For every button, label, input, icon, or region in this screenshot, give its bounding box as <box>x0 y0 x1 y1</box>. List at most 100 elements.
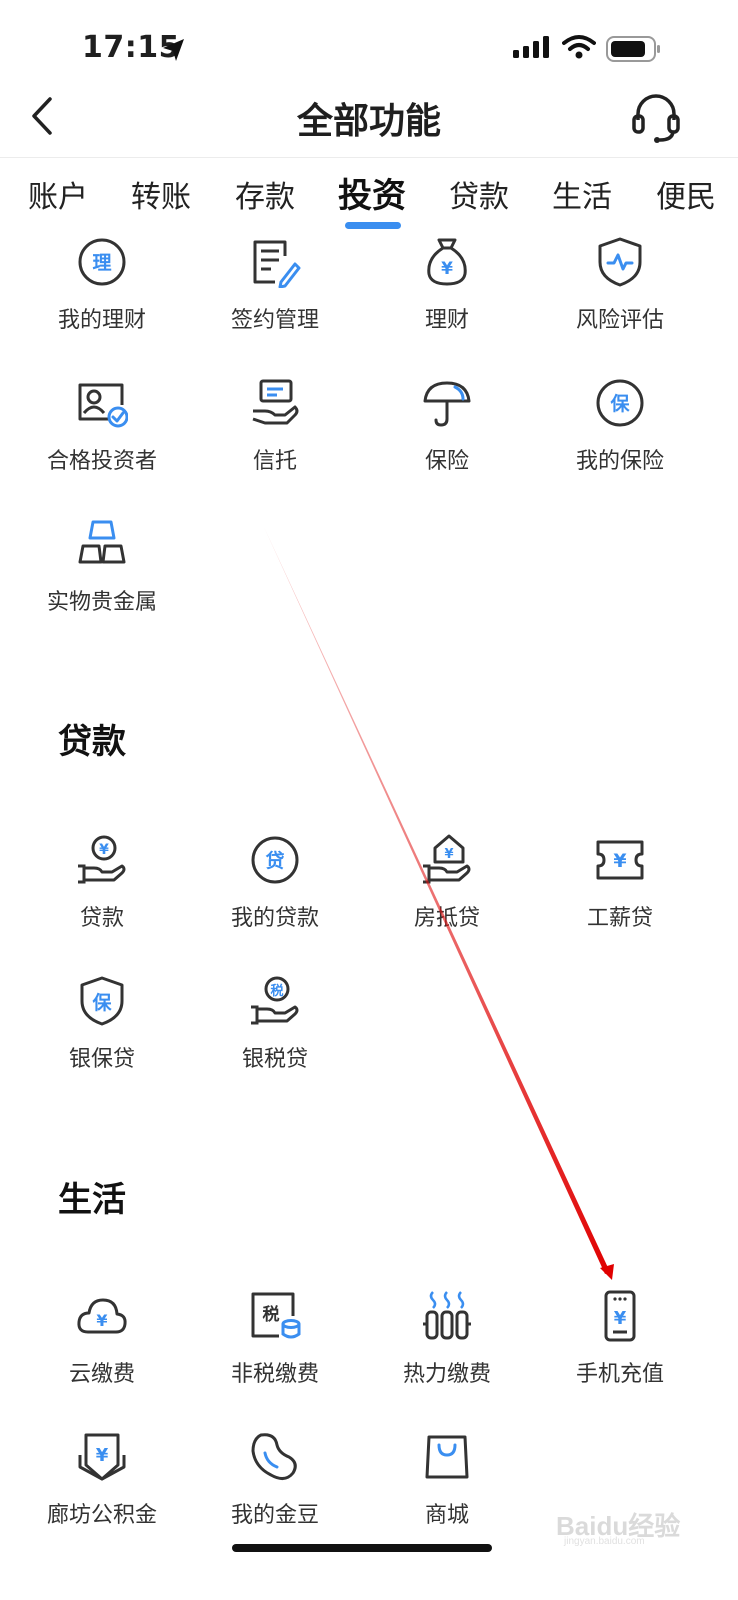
grid-item-contract-management[interactable]: 签约管理 <box>189 236 361 346</box>
home-indicator[interactable] <box>232 1544 492 1552</box>
grid-item-label: 廊坊公积金 <box>46 1503 157 1528</box>
grid-item-label: 风险评估 <box>575 308 664 333</box>
grid-item-mobile-recharge[interactable]: ¥ 手机充值 <box>534 1290 706 1400</box>
svg-text:¥: ¥ <box>99 842 109 858</box>
radiator-icon <box>423 1291 471 1340</box>
contract-edit-icon <box>253 240 301 288</box>
svg-text:保: 保 <box>609 392 630 415</box>
shopping-bag-icon <box>425 1435 469 1479</box>
hand-tax-coin-icon: 税 <box>251 976 299 1025</box>
tab-deposit[interactable]: 存款 <box>235 180 295 215</box>
grid-item-label: 合格投资者 <box>46 449 157 474</box>
grid-item-bank-insurance-loan[interactable]: 保 银保贷 <box>16 975 188 1085</box>
grid-item-risk-assessment[interactable]: 风险评估 <box>534 236 706 346</box>
battery-icon <box>606 36 660 62</box>
grid-item-label: 银保贷 <box>68 1047 135 1072</box>
active-tab-indicator <box>345 222 401 229</box>
grid-item-label: 我的保险 <box>575 449 664 474</box>
grid-item-label: 我的理财 <box>57 308 146 333</box>
section-title-loan: 贷款 <box>58 722 126 762</box>
header: 全部功能 <box>0 80 738 158</box>
grid-item-my-insurance[interactable]: 保 我的保险 <box>534 377 706 487</box>
money-bag-icon: ¥ <box>427 238 467 286</box>
page-title: 全部功能 <box>296 101 441 142</box>
svg-text:税: 税 <box>263 1304 280 1325</box>
house-hand-icon: ¥ <box>423 834 471 884</box>
location-arrow-icon <box>163 39 184 61</box>
grid-item-label: 银税贷 <box>241 1047 308 1072</box>
grid-item-bank-tax-loan[interactable]: 税 银税贷 <box>189 975 361 1085</box>
tab-account[interactable]: 账户 <box>28 180 88 215</box>
cloud-yuan-icon: ¥ <box>77 1298 127 1334</box>
svg-text:¥: ¥ <box>614 1308 627 1329</box>
grid-item-label: 云缴费 <box>68 1362 135 1387</box>
svg-text:理: 理 <box>92 252 111 274</box>
umbrella-icon <box>423 381 471 427</box>
grid-item-mall[interactable]: 商城 <box>361 1431 533 1541</box>
cellular-signal-icon <box>513 36 549 58</box>
shield-pulse-icon <box>598 237 642 287</box>
wifi-icon <box>562 35 596 59</box>
hand-coin-icon: ¥ <box>78 835 126 884</box>
svg-text:¥: ¥ <box>441 259 453 279</box>
grid-item-label: 理财 <box>424 308 469 333</box>
grid-item-label: 我的金豆 <box>230 1503 319 1528</box>
wealth-badge-icon: 理 <box>78 238 126 286</box>
grid-item-label: 信托 <box>252 449 297 474</box>
grid-item-salary-loan[interactable]: ¥ 工薪贷 <box>534 834 706 944</box>
grid-item-my-gold-beans[interactable]: 我的金豆 <box>189 1431 361 1541</box>
grid-item-insurance[interactable]: 保险 <box>361 377 533 487</box>
grid-item-my-loan[interactable]: 贷 我的贷款 <box>189 834 361 944</box>
id-card-check-icon <box>78 383 128 428</box>
shield-bao-icon: 保 <box>80 976 124 1026</box>
tab-convenience[interactable]: 便民 <box>656 180 716 215</box>
grid-item-label: 保险 <box>424 449 469 474</box>
grid-item-physical-precious-metals[interactable]: 实物贵金属 <box>16 518 188 628</box>
tab-transfer[interactable]: 转账 <box>131 180 191 215</box>
grid-item-heating-payment[interactable]: 热力缴费 <box>361 1290 533 1400</box>
grid-item-label: 工薪贷 <box>586 906 653 931</box>
category-tab-bar: 账户 转账 存款 投资 贷款 生活 便民 <box>0 162 738 232</box>
svg-text:税: 税 <box>270 983 283 999</box>
grid-item-loan[interactable]: ¥ 贷款 <box>16 834 188 944</box>
loan-badge-icon: 贷 <box>251 836 299 884</box>
svg-text:¥: ¥ <box>444 847 453 862</box>
watermark-text: Baidu经验 <box>556 1511 681 1541</box>
phone-yuan-icon: ¥ <box>604 1290 636 1342</box>
tab-loan[interactable]: 贷款 <box>449 180 509 215</box>
pocket-yuan-icon: ¥ <box>78 1433 126 1481</box>
hand-card-icon <box>252 379 299 425</box>
grid-item-trust[interactable]: 信托 <box>189 377 361 487</box>
svg-text:贷: 贷 <box>265 849 284 872</box>
tab-life[interactable]: 生活 <box>552 180 612 215</box>
grid-item-my-wealth[interactable]: 理 我的理财 <box>16 236 188 346</box>
svg-text:¥: ¥ <box>96 1445 109 1466</box>
insurance-badge-icon: 保 <box>596 379 644 427</box>
grid-item-label: 实物贵金属 <box>46 590 157 615</box>
tax-doc-coin-icon: 税 <box>251 1292 301 1339</box>
tab-investment[interactable]: 投资 <box>338 176 406 216</box>
grid-item-wealth-management[interactable]: ¥ 理财 <box>361 236 533 346</box>
grid-item-label: 热力缴费 <box>402 1362 491 1387</box>
back-arrow-icon[interactable] <box>24 94 64 138</box>
grid-item-label: 商城 <box>424 1503 469 1528</box>
grid-item-cloud-payment[interactable]: ¥ 云缴费 <box>16 1290 188 1400</box>
ticket-yuan-icon: ¥ <box>596 840 644 880</box>
baidu-watermark-logo: Baidu经验 jingyan.baidu.com <box>556 1502 706 1548</box>
grid-item-label: 非税缴费 <box>230 1362 319 1387</box>
watermark-subtext: jingyan.baidu.com <box>564 1536 645 1547</box>
grid-item-qualified-investor[interactable]: 合格投资者 <box>16 377 188 487</box>
grid-item-label: 签约管理 <box>230 308 319 333</box>
status-bar: 17:15 <box>0 0 738 96</box>
grid-item-label: 手机充值 <box>575 1362 664 1387</box>
grid-item-non-tax-payment[interactable]: 税 非税缴费 <box>189 1290 361 1400</box>
grid-item-house-mortgage-loan[interactable]: ¥ 房抵贷 <box>361 834 533 944</box>
status-time: 17:15 <box>82 30 180 65</box>
bean-icon <box>251 1433 297 1480</box>
customer-service-headset-icon[interactable] <box>630 90 682 144</box>
svg-text:保: 保 <box>91 991 112 1014</box>
grid-item-label: 我的贷款 <box>230 906 319 931</box>
section-title-life: 生活 <box>58 1180 126 1220</box>
grid-item-langfang-housing-fund[interactable]: ¥ 廊坊公积金 <box>16 1431 188 1541</box>
